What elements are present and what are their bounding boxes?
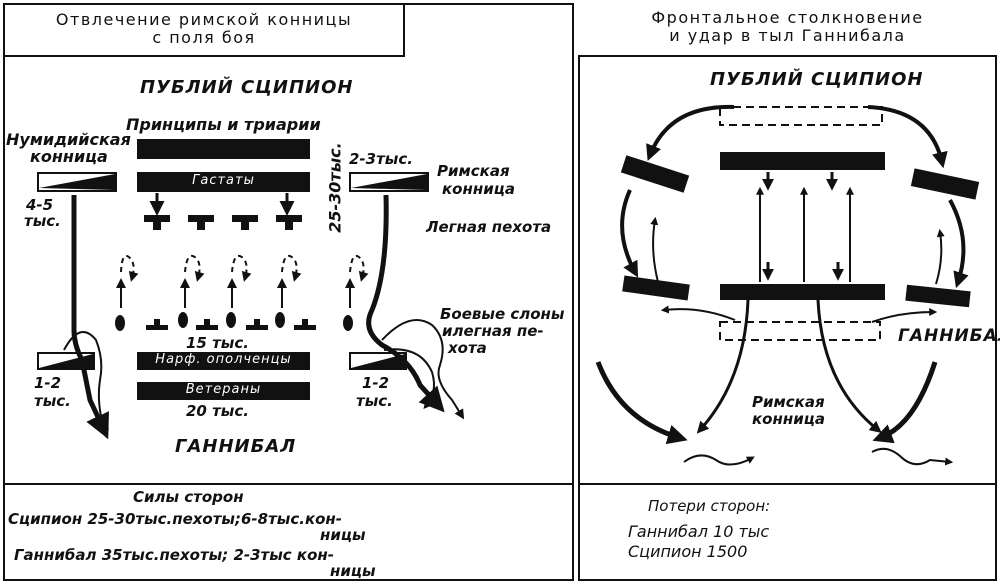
losses-box xyxy=(578,483,997,581)
hannibal-cav-right-1: 1-2 xyxy=(362,374,390,392)
forces-scipio-2: ницы xyxy=(320,526,366,544)
forces-box xyxy=(3,483,574,581)
hannibal-cav-right-wing xyxy=(905,284,971,308)
losses-scipio: Сципион 1500 xyxy=(628,542,748,561)
light-infantry-label: Легная пехота xyxy=(426,218,552,236)
militia-label: Нарф. ополченцы xyxy=(155,352,292,367)
roman-cav-right-wing xyxy=(910,168,980,200)
right-title-box: Фронтальное столкновение и удар в тыл Га… xyxy=(578,3,997,57)
right-roman-cav-label-1: Римская xyxy=(752,393,825,411)
militia-bar xyxy=(137,352,310,370)
left-title-box: Отвлечение римской конницы с поля боя xyxy=(3,3,405,57)
hannibal-cav-left-2: тыс. xyxy=(34,392,71,410)
elephants-label-2: илегная пе- xyxy=(442,322,544,340)
right-hannibal-label: ГАННИБАЛ xyxy=(898,326,1000,346)
roman-cav-label-1: Римская xyxy=(437,162,510,180)
scipio-main-line xyxy=(720,152,885,170)
numidian-cavalry-label-1: Нумидийская xyxy=(6,130,131,149)
hannibal-cav-left-1: 1-2 xyxy=(34,374,62,392)
elephants-count: 15 тыс. xyxy=(186,334,249,352)
principes-bar xyxy=(137,139,310,159)
veterans-label: Ветераны xyxy=(185,382,262,397)
right-title-line2: и удар в тыл Ганнибала xyxy=(669,26,906,45)
numidian-count-1: 4-5 xyxy=(26,196,54,214)
hannibal-cav-left-wing xyxy=(622,275,690,301)
left-title-line2: с поля боя xyxy=(152,28,256,47)
right-roman-cav-label-2: конница xyxy=(752,410,825,428)
roman-cav-label-2: конница xyxy=(442,180,515,198)
numidian-count-2: тыс. xyxy=(24,212,61,230)
roman-cav-left-wing xyxy=(620,155,690,193)
hannibal-dashed-block xyxy=(719,321,881,341)
elephants-label-3: хота xyxy=(448,339,487,357)
numidian-cavalry-label-2: конница xyxy=(30,147,108,166)
principes-label: Принципы и триарии xyxy=(126,115,321,134)
left-title-line1: Отвлечение римской конницы xyxy=(55,10,353,29)
numidian-wedge xyxy=(39,174,115,190)
losses-title: Потери сторон: xyxy=(648,497,771,515)
roman-cav-count: 2-3тыс. xyxy=(349,150,413,168)
hastati-bar xyxy=(137,172,310,192)
forces-title: Силы сторон xyxy=(133,488,244,506)
hannibal-cav-right-wedge xyxy=(351,354,405,368)
forces-scipio-1: Сципион 25-30тыс.пехоты;6-8тыс.кон- xyxy=(8,510,343,528)
veterans-bar xyxy=(137,382,310,400)
roman-cav-wedge xyxy=(351,174,427,190)
forces-hannibal-2: ницы xyxy=(330,562,376,580)
losses-hannibal: Ганнибал 10 тыс xyxy=(628,522,770,541)
scipio-dashed-block xyxy=(719,106,883,126)
left-hannibal-label: ГАННИБАЛ xyxy=(175,436,297,457)
right-scipio-label: ПУБЛИЙ СЦИПИОН xyxy=(710,69,924,90)
veterans-count: 20 тыс. xyxy=(186,402,249,420)
hannibal-cav-right-2: тыс. xyxy=(356,392,393,410)
forces-hannibal-1: Ганнибал 35тыс.пехоты; 2-3тыс кон- xyxy=(14,546,334,564)
hastati-label: Гастаты xyxy=(192,173,255,188)
elephants-label-1: Боевые слоны xyxy=(440,305,565,323)
left-scipio-label: ПУБЛИЙ СЦИПИОН xyxy=(140,77,354,98)
right-title-line1: Фронтальное столкновение xyxy=(651,8,924,27)
hannibal-main-line xyxy=(720,284,885,300)
